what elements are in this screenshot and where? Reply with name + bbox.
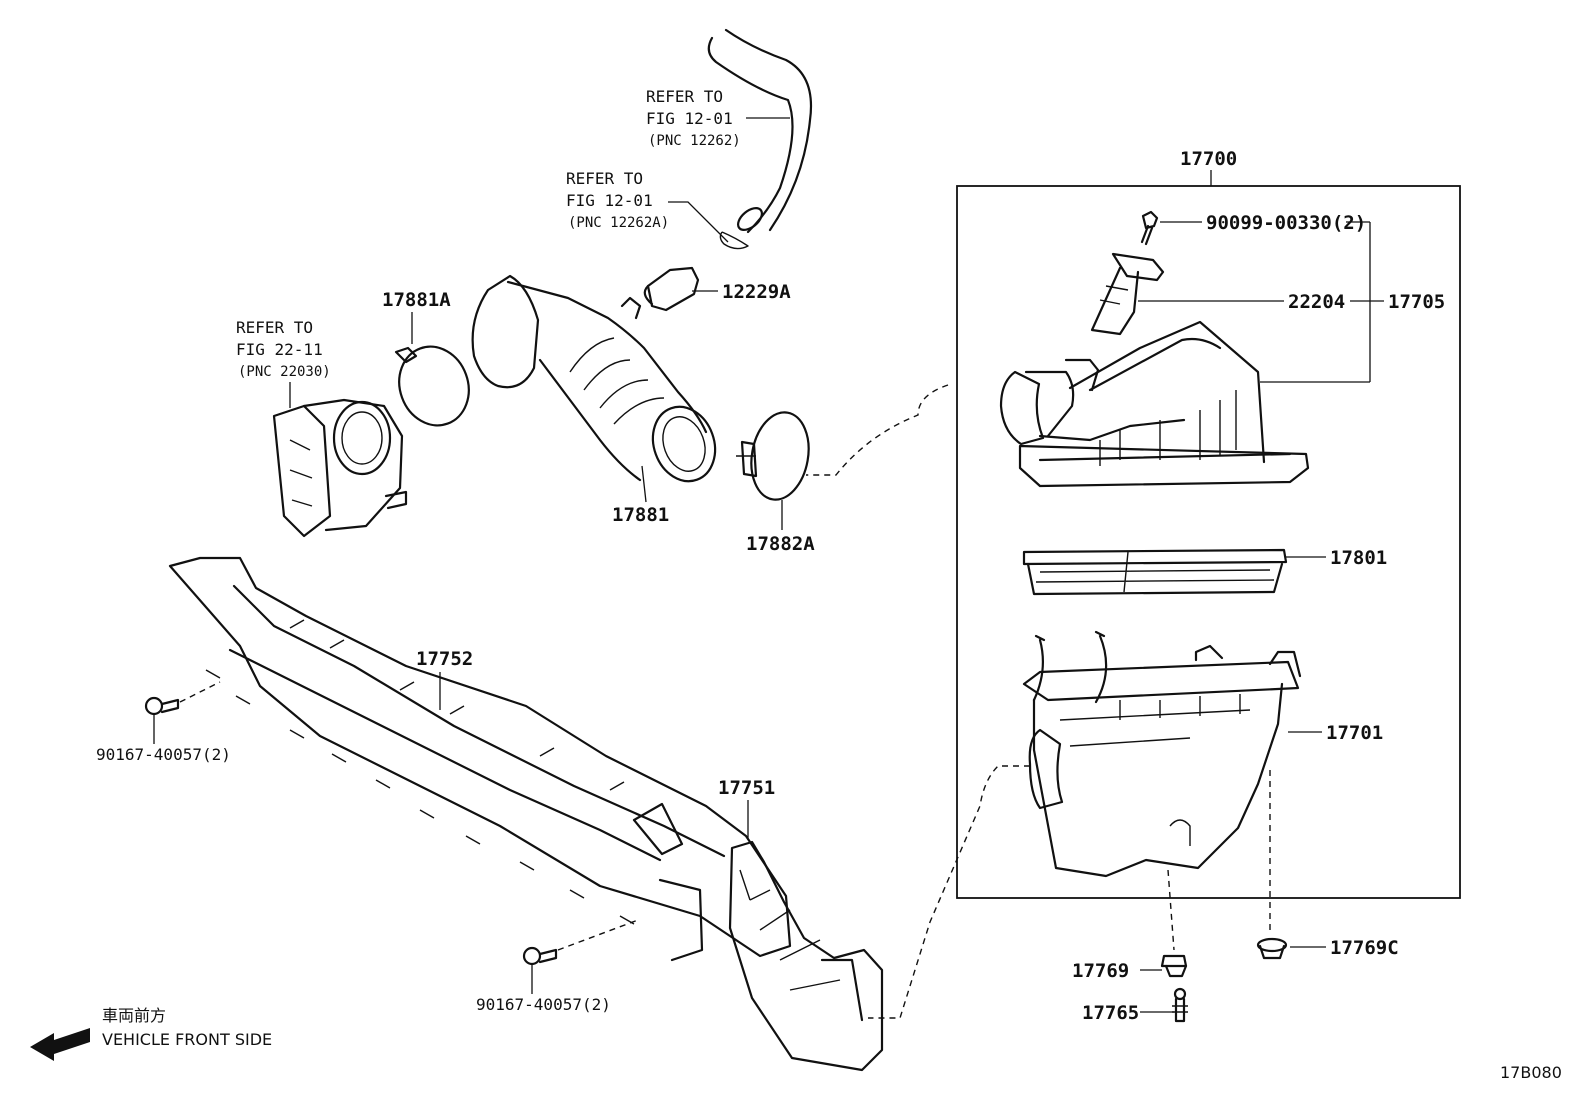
air-cleaner-case-17701-icon [1022, 630, 1302, 878]
vehicle-front-en: VEHICLE FRONT SIDE [102, 1030, 272, 1049]
bolt-90167-left-icon [144, 696, 180, 716]
ref-clip-line3: (PNC 12262A) [568, 215, 669, 231]
air-cleaner-cap-17705-icon [999, 320, 1310, 488]
vehicle-front-jp: 車両前方 [102, 1006, 166, 1025]
ref-clip-line1: REFER TO [566, 169, 643, 188]
throttle-body-icon [272, 398, 408, 538]
label-17701: 17701 [1326, 722, 1383, 744]
pin-17765-icon [1172, 987, 1188, 1023]
figure-id: 17B080 [1500, 1063, 1562, 1082]
ref-hose-line3: (PNC 12262) [648, 133, 741, 149]
ref-throttle-line3: (PNC 22030) [238, 364, 331, 380]
union-12229a-icon [643, 266, 700, 312]
ref-clip-line2: FIG 12-01 [566, 191, 653, 210]
label-17881A: 17881A [382, 289, 451, 311]
label-17700: 17700 [1180, 148, 1237, 170]
arrow-left-icon [30, 1028, 90, 1061]
label-17705: 17705 [1388, 291, 1445, 313]
label-90099: 90099-00330(2) [1206, 212, 1366, 234]
grommet-17769c-icon [1256, 937, 1288, 960]
intake-hose-17881-icon [471, 274, 717, 483]
bolt-90167-bottom-icon [522, 946, 558, 966]
label-90167-bottom: 90167-40057(2) [476, 995, 611, 1014]
label-17881: 17881 [612, 504, 669, 526]
label-17751: 17751 [718, 777, 775, 799]
inlet-17751-icon [728, 840, 884, 1072]
clamp-17882a-icon [736, 411, 810, 501]
label-17769: 17769 [1072, 960, 1129, 982]
label-17752: 17752 [416, 648, 473, 670]
label-17769C: 17769C [1330, 937, 1399, 959]
grommet-17769-icon [1160, 954, 1188, 978]
ref-throttle-line1: REFER TO [236, 318, 313, 337]
label-12229A: 12229A [722, 281, 791, 303]
label-17801: 17801 [1330, 547, 1387, 569]
label-17765: 17765 [1082, 1002, 1139, 1024]
filter-element-17801-icon [1022, 548, 1288, 596]
clamp-17881a-icon [394, 345, 470, 427]
label-17882A: 17882A [746, 533, 815, 555]
breather-hose-icon [707, 28, 812, 234]
label-22204: 22204 [1288, 291, 1345, 313]
maf-sensor-22204-icon [1090, 252, 1165, 336]
label-90167-left: 90167-40057(2) [96, 745, 231, 764]
assembly-box-17700 [956, 185, 1461, 899]
ref-throttle-line2: FIG 22-11 [236, 340, 323, 359]
bolt-90099-icon [1140, 210, 1159, 246]
air-duct-17752-icon [168, 556, 792, 962]
ref-hose-line2: FIG 12-01 [646, 109, 733, 128]
hose-clip-icon [719, 231, 749, 250]
ref-hose-line1: REFER TO [646, 87, 723, 106]
